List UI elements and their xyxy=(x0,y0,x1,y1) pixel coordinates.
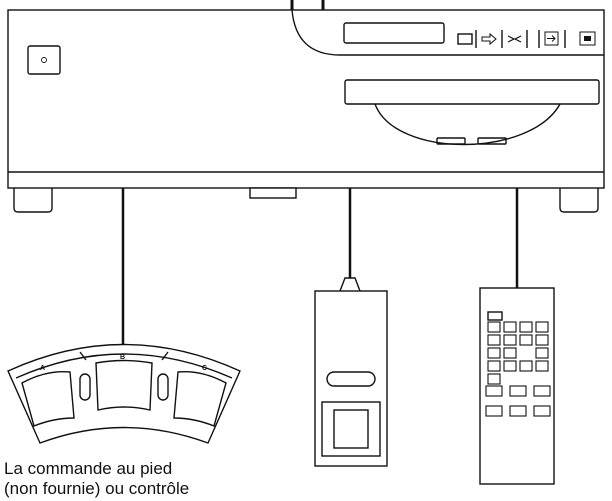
keypad-button[interactable] xyxy=(535,321,549,333)
input-select-icon xyxy=(547,35,556,42)
keypad-button[interactable] xyxy=(535,334,549,346)
paper-slot xyxy=(344,79,600,146)
keypad-button[interactable] xyxy=(487,347,501,359)
remote-indicator xyxy=(487,311,503,321)
input-select-button[interactable] xyxy=(538,30,566,48)
pedal-a-label: A xyxy=(40,365,45,372)
keypad-button[interactable] xyxy=(503,321,517,333)
foot-left xyxy=(13,188,53,213)
stop-button[interactable] xyxy=(457,33,473,45)
caption-line-1: La commande au pied xyxy=(4,459,173,478)
pedal-c-label: C xyxy=(202,365,207,372)
keypad-button[interactable] xyxy=(503,347,517,359)
keypad-button[interactable] xyxy=(533,385,551,397)
keypad-button[interactable] xyxy=(509,385,527,397)
keypad-button[interactable] xyxy=(535,347,549,359)
keypad-button[interactable] xyxy=(487,373,501,385)
pedal-a[interactable] xyxy=(21,371,75,427)
screen-icon xyxy=(584,36,591,41)
keypad-button[interactable] xyxy=(503,334,517,346)
tray-release-left[interactable] xyxy=(436,137,466,145)
keypad-button[interactable] xyxy=(533,405,551,417)
keypad-button[interactable] xyxy=(487,360,501,372)
pedal-b[interactable] xyxy=(95,359,153,411)
display-window xyxy=(343,22,445,44)
pedal-c[interactable] xyxy=(173,371,227,427)
keypad-button[interactable] xyxy=(485,385,503,397)
foot-right xyxy=(559,188,599,213)
caption: La commande au pied (non fournie) ou con… xyxy=(4,459,189,499)
power-icon xyxy=(41,57,47,63)
bottom-connector xyxy=(249,187,297,199)
keypad-button[interactable] xyxy=(519,321,533,333)
caption-line-2: (non fournie) ou contrôle xyxy=(4,479,190,498)
power-button[interactable] xyxy=(27,45,61,75)
foot-pedal xyxy=(7,343,241,444)
keypad-grid xyxy=(485,321,551,417)
keypad-button[interactable] xyxy=(519,334,533,346)
remote-button-large[interactable] xyxy=(333,409,369,449)
keypad-button[interactable] xyxy=(485,405,503,417)
feed-icon xyxy=(481,32,497,46)
pedal-b-label: B xyxy=(120,354,125,361)
keypad-button[interactable] xyxy=(535,360,549,372)
screen-button[interactable] xyxy=(579,31,596,46)
feed-button[interactable] xyxy=(475,30,503,48)
cut-icon xyxy=(507,35,522,43)
keypad-button[interactable] xyxy=(519,360,533,372)
wired-remote xyxy=(314,277,388,467)
printer-unit xyxy=(7,9,605,213)
tray-release-right[interactable] xyxy=(477,137,507,145)
keypad-button[interactable] xyxy=(487,321,501,333)
keypad-button[interactable] xyxy=(503,360,517,372)
keypad-button[interactable] xyxy=(509,405,527,417)
keypad-button[interactable] xyxy=(487,334,501,346)
remote-button-oval[interactable] xyxy=(326,371,376,387)
cut-button[interactable] xyxy=(507,30,528,48)
